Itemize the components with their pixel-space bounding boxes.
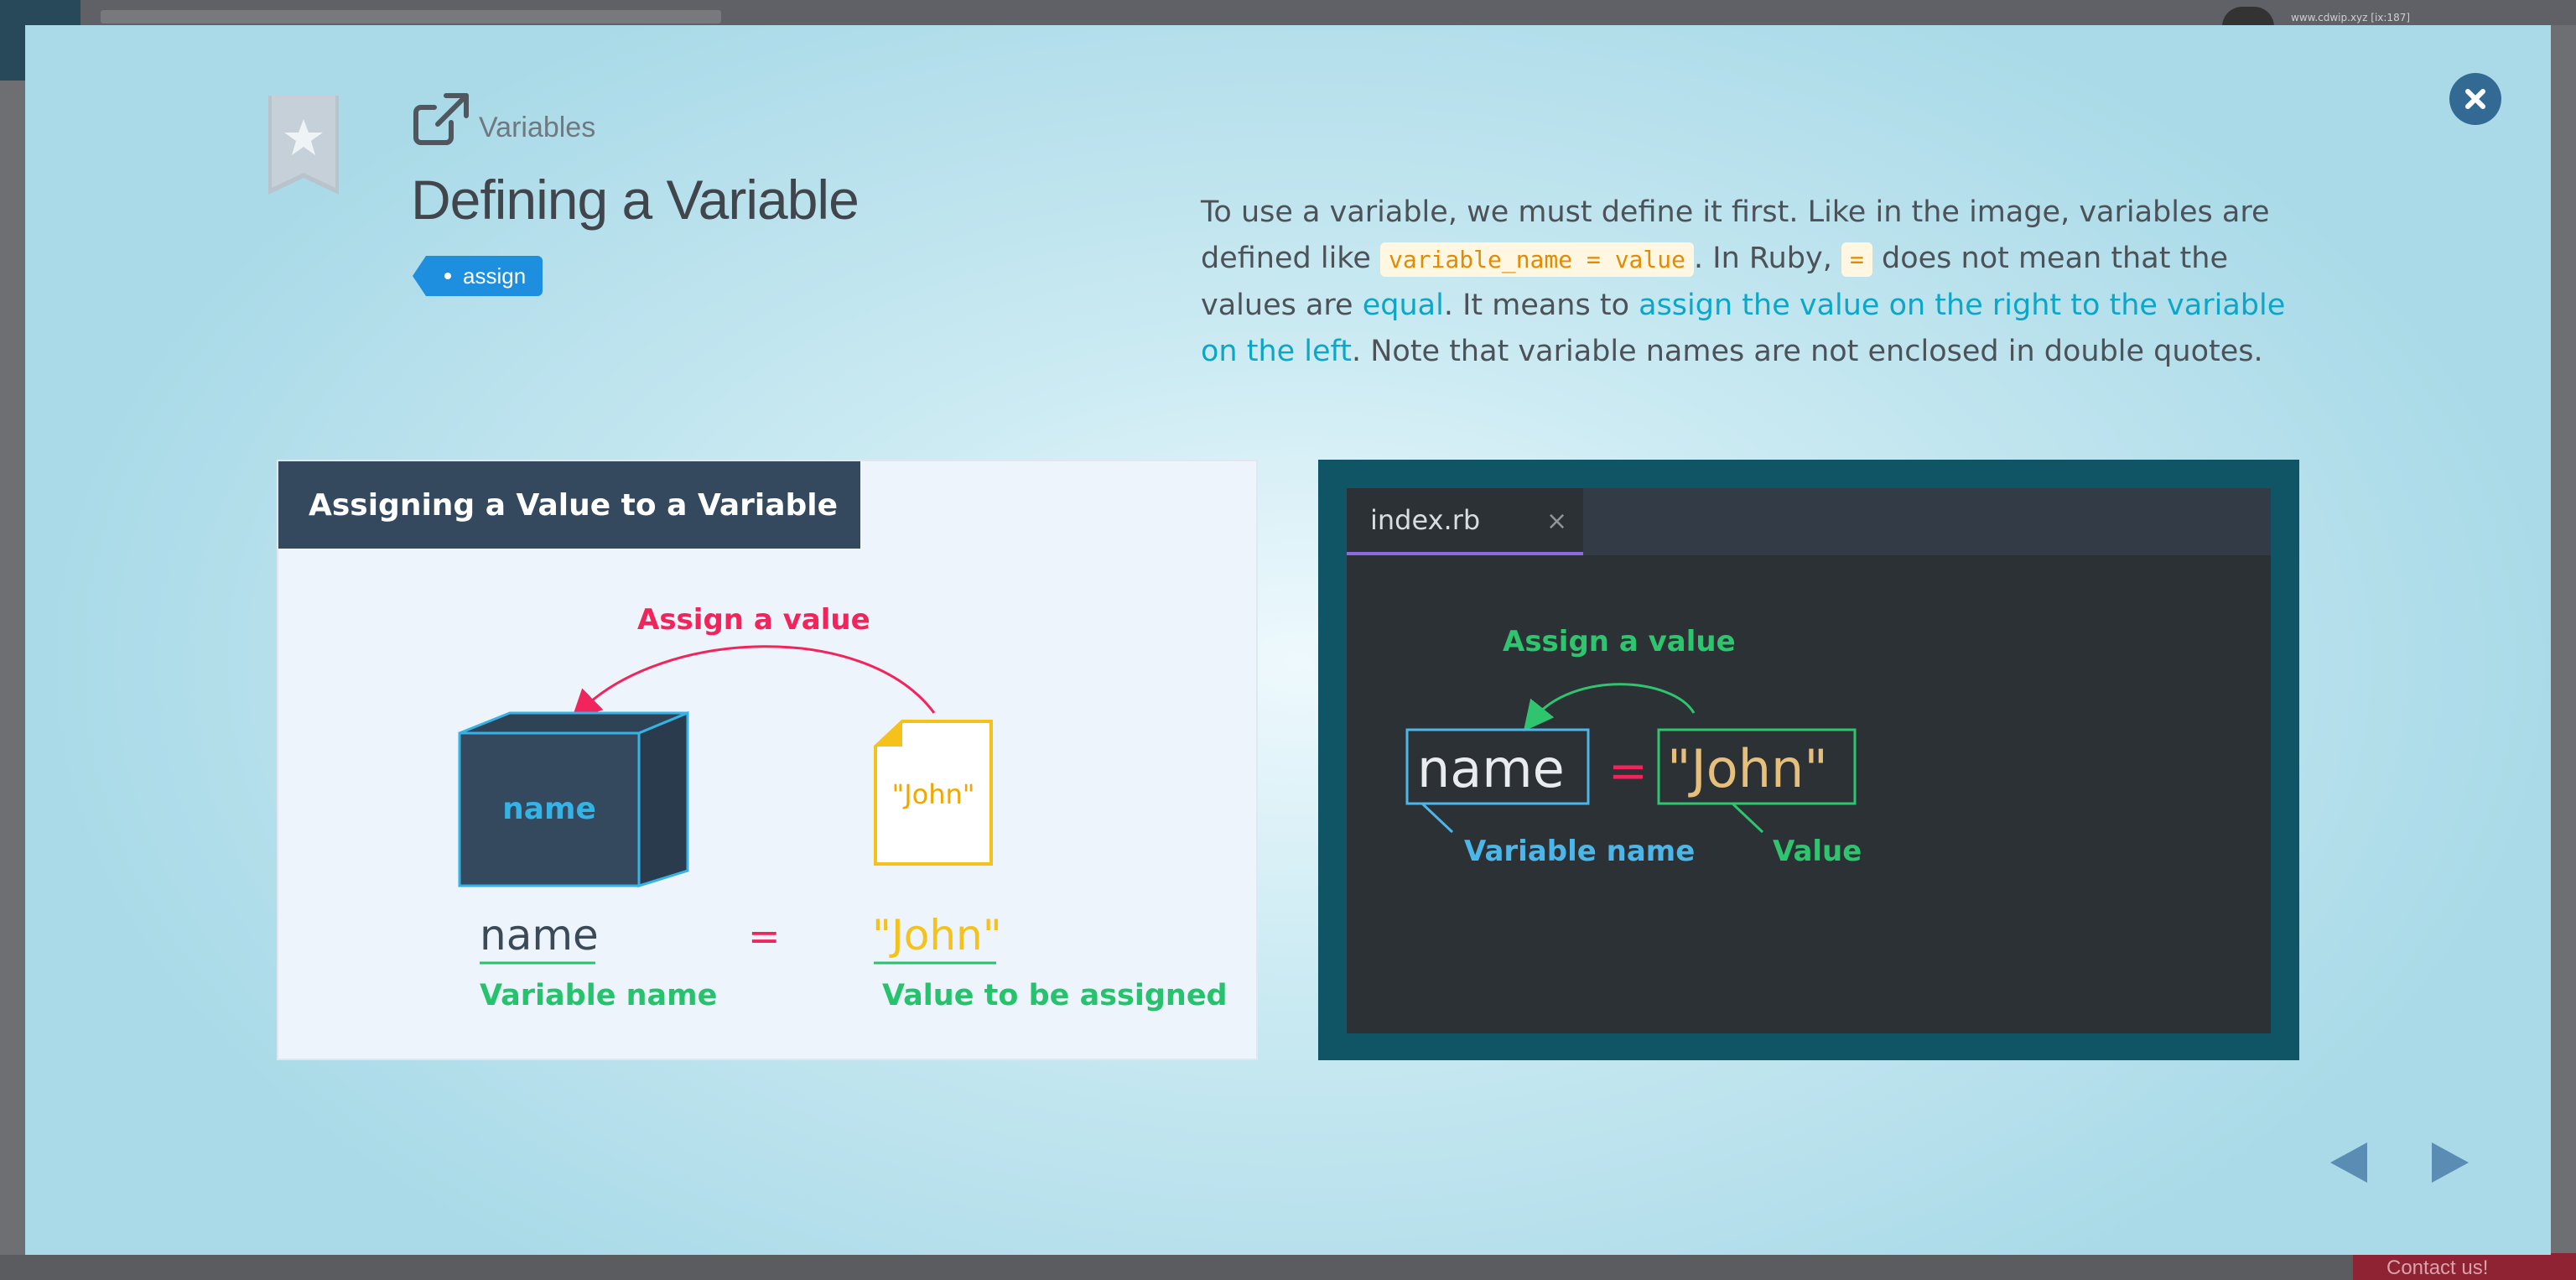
assign-label: Assign a value bbox=[637, 603, 870, 637]
tab-close-icon: × bbox=[1546, 507, 1568, 536]
equals-sign: = bbox=[748, 913, 781, 959]
lesson-modal: Variables Defining a Variable assign To … bbox=[25, 25, 2551, 1255]
editor-value-caption: Value bbox=[1773, 835, 1862, 868]
triangle-right-icon bbox=[2432, 1142, 2469, 1183]
doc-label: "John" bbox=[891, 778, 974, 810]
editor-assign-arrow bbox=[1523, 683, 1696, 732]
assign-arrow bbox=[571, 645, 936, 721]
editor-equals: = bbox=[1608, 744, 1648, 799]
assign-diagram-illustration: Assign a value name "John" name = "John"… bbox=[277, 460, 1258, 1060]
editor-assign-label: Assign a value bbox=[1503, 625, 1736, 658]
close-button[interactable] bbox=[2449, 73, 2501, 125]
background-searchbar bbox=[101, 10, 721, 23]
variable-box-icon bbox=[458, 710, 689, 888]
background-avatar bbox=[2222, 7, 2274, 27]
editor-tab-label: index.rb bbox=[1370, 504, 1481, 536]
code-editor: index.rb × Assign a value name = "John" bbox=[1347, 488, 2271, 1033]
contact-us-button[interactable]: Contact us! bbox=[2353, 1253, 2576, 1280]
close-icon bbox=[2465, 89, 2485, 109]
editor-var-caption: Variable name bbox=[1464, 835, 1695, 868]
editor-tab: index.rb × bbox=[1347, 488, 1583, 555]
page-title: Defining a Variable bbox=[411, 169, 860, 231]
highlight-equal: equal bbox=[1362, 289, 1444, 322]
var-caption: Variable name bbox=[480, 979, 717, 1012]
code-snippet-equals: = bbox=[1841, 242, 1872, 277]
diagram-banner: Assigning a Value to a Variable bbox=[278, 461, 860, 549]
value-caption: Value to be assigned bbox=[882, 979, 1228, 1012]
next-slide-button[interactable] bbox=[2428, 1141, 2472, 1184]
highlight-assign: assign the value on the right to the var… bbox=[1201, 289, 2286, 368]
box-label: name bbox=[502, 792, 596, 826]
editor-tabbar: index.rb × bbox=[1347, 488, 2271, 555]
triangle-left-icon bbox=[2330, 1142, 2367, 1183]
lesson-category[interactable]: Variables bbox=[479, 112, 596, 143]
editor-var-name: name bbox=[1417, 738, 1565, 799]
tag-badge[interactable]: assign bbox=[413, 256, 543, 296]
external-link-icon[interactable] bbox=[413, 92, 470, 146]
background-bottombar bbox=[0, 1255, 2353, 1280]
tag-label: assign bbox=[463, 263, 527, 289]
background-url-text: www.cdwip.xyz [ix:187] bbox=[2291, 12, 2411, 23]
code-editor-illustration: index.rb × Assign a value name = "John" bbox=[1318, 460, 2299, 1060]
code-snippet-definition: variable_name = value bbox=[1379, 242, 1694, 277]
previous-slide-button[interactable] bbox=[2327, 1141, 2371, 1184]
editor-value: "John" bbox=[1667, 738, 1828, 799]
var-name-text: name bbox=[480, 911, 599, 960]
value-text: "John" bbox=[872, 911, 1002, 960]
lesson-description: To use a variable, we must define it fir… bbox=[1201, 195, 2286, 368]
bookmark-star-icon[interactable] bbox=[268, 96, 339, 195]
value-document-icon bbox=[874, 720, 993, 866]
tag-dot-icon bbox=[444, 273, 451, 279]
